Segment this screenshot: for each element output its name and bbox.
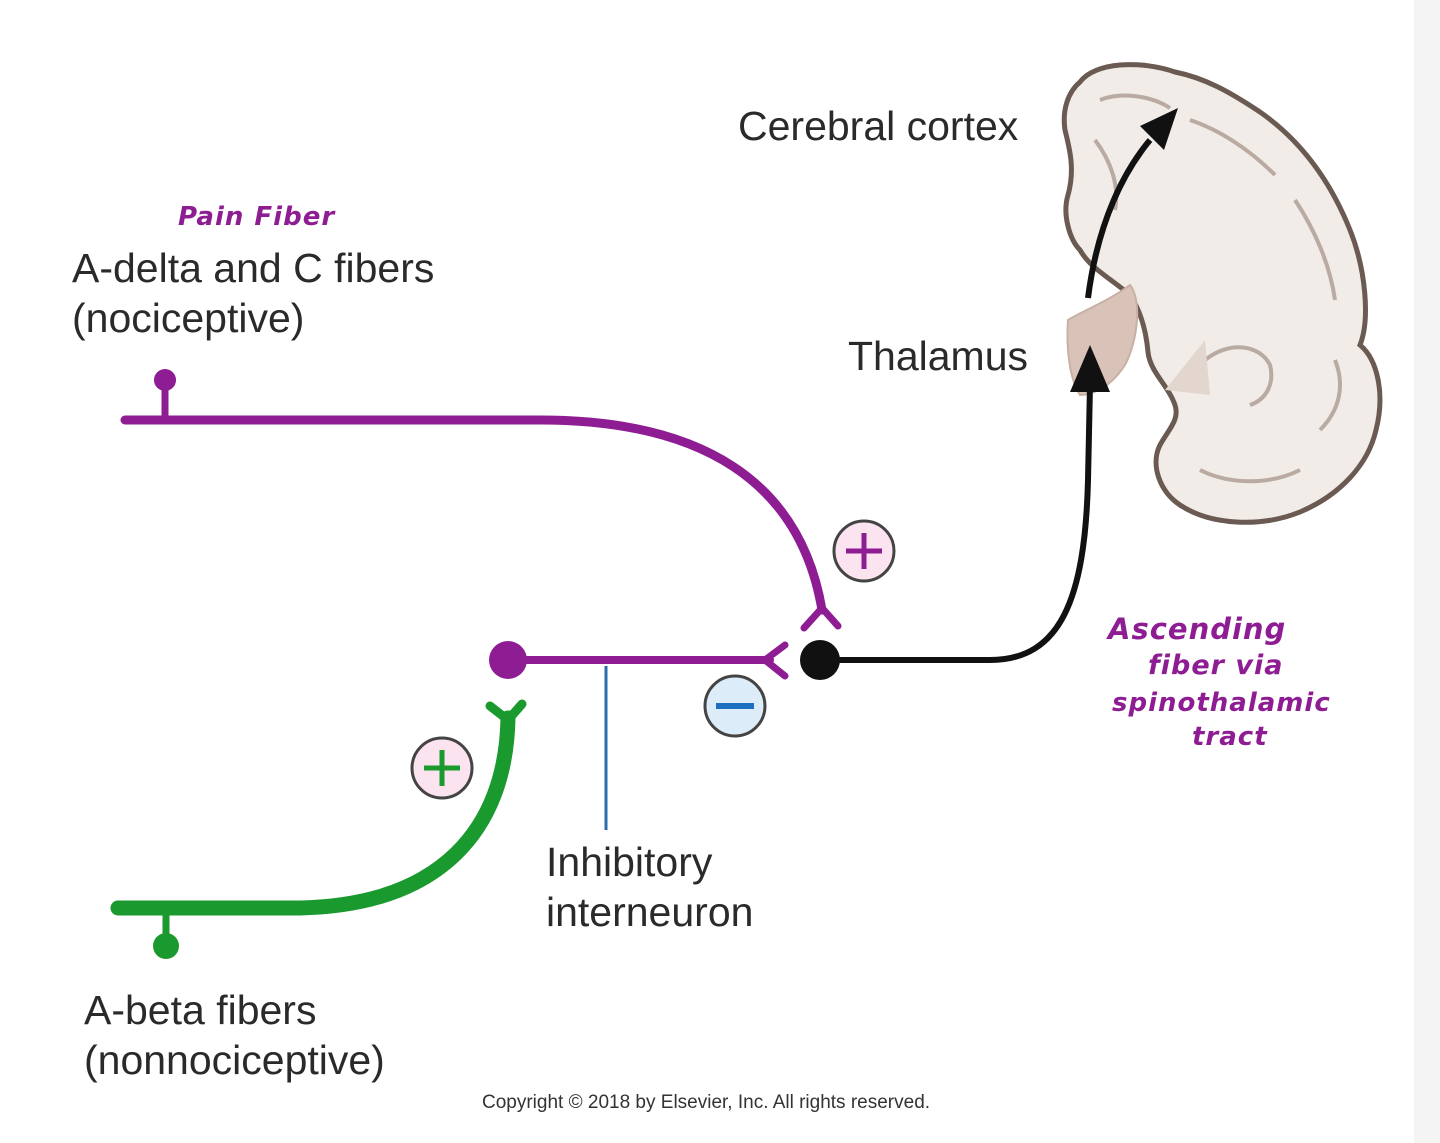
nociceptive-label-line2: (nociceptive) (72, 295, 305, 341)
pain-fiber-annotation: Pain Fiber (178, 202, 336, 232)
ascending-annotation-line2: fiber via (1148, 650, 1284, 681)
ascending-annotation-line4: tract (1192, 722, 1268, 752)
thalamus-arrowhead (1070, 345, 1110, 392)
abeta-label-line2: (nonnociceptive) (84, 1037, 385, 1083)
interneuron-label-line2: interneuron (546, 889, 754, 935)
excite-sign-top (832, 519, 896, 583)
inhibit-sign (703, 674, 767, 738)
cortex-arrowhead (1140, 108, 1178, 150)
ascending-annotation-line1: Ascending (1108, 612, 1287, 646)
brain-gyri (1093, 93, 1342, 484)
nociceptive-label-line1: A-delta and C fibers (72, 245, 435, 291)
inhibitory-interneuron (489, 641, 789, 830)
interneuron-label-line1: Inhibitory (546, 839, 713, 885)
abeta-fiber (110, 699, 527, 959)
ventricle-shape (1165, 340, 1210, 395)
thalamus-label: Thalamus (848, 333, 1029, 379)
page-edge-strip (1414, 0, 1440, 1143)
copyright-notice: Copyright © 2018 by Elsevier, Inc. All r… (482, 1092, 931, 1113)
excite-sign-bottom (410, 736, 474, 800)
abeta-label-line1: A-beta fibers (84, 987, 317, 1033)
cortex-label: Cerebral cortex (738, 103, 1019, 149)
brain-hemisphere (1061, 62, 1383, 525)
projection-neuron (800, 108, 1178, 680)
ascending-annotation-line3: spinothalamic (1112, 688, 1331, 718)
nociceptive-fiber (120, 369, 842, 632)
brain-outline (1061, 62, 1383, 525)
